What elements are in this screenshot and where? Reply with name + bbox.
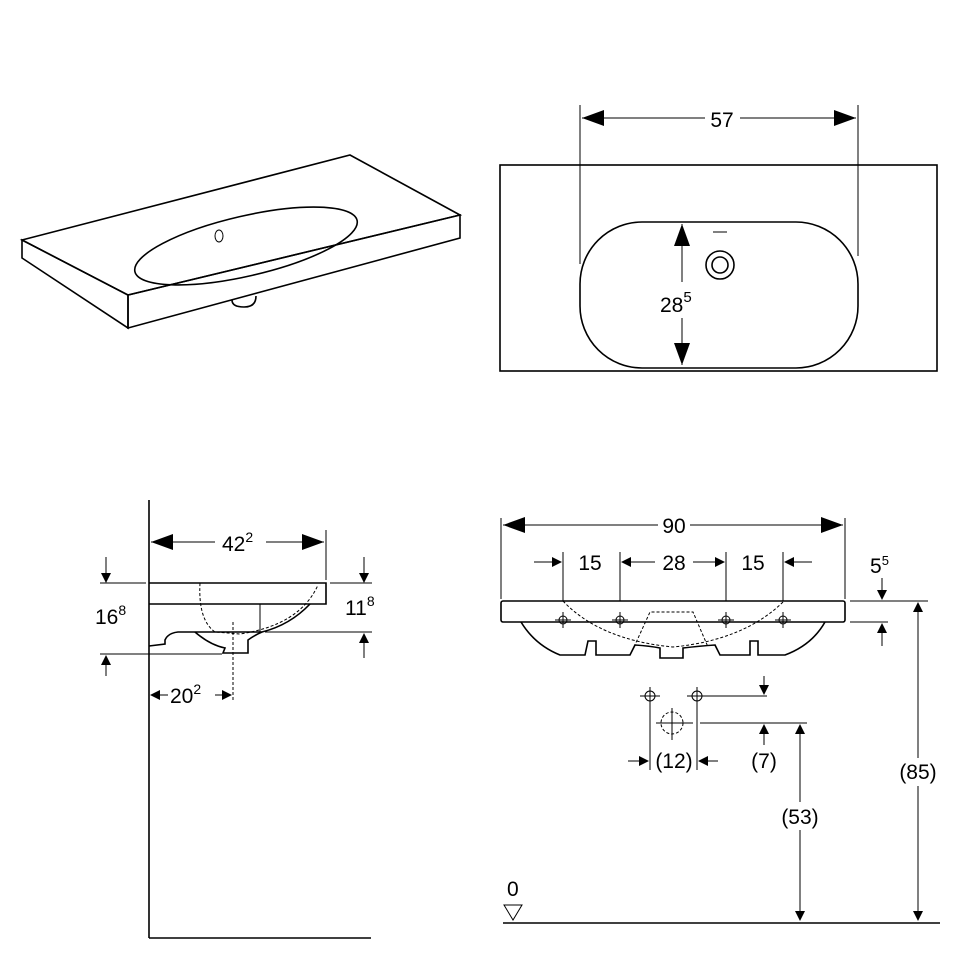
floor-level-label: 0: [507, 878, 519, 901]
depth-dimension: 285: [660, 289, 692, 317]
width-dimension: 90: [662, 515, 685, 538]
drain-height-dimension: (53): [781, 806, 818, 829]
spacing-dimension: (12): [655, 750, 692, 773]
top-height-dimension: (85): [899, 761, 936, 784]
plan-view: 57 285: [499, 105, 938, 372]
floor-level-marker: [503, 904, 523, 921]
depth-dimension: 422: [222, 529, 253, 556]
height-dimension: 168: [95, 602, 126, 629]
hole-spacing-left: 15: [578, 552, 601, 575]
tap-hole-markers: [555, 612, 807, 770]
bowl-depth-dimension: 118: [345, 593, 375, 620]
thickness-dimension: 55: [870, 553, 889, 578]
isometric-view: [19, 154, 463, 330]
side-view: 422 168 118 202: [95, 500, 375, 939]
width-dimension: 57: [710, 109, 733, 132]
drain-dimension: 202: [170, 681, 201, 708]
hole-spacing-middle: 28: [662, 552, 685, 575]
hole-spacing-right: 15: [741, 552, 764, 575]
offset-dimension: (7): [751, 750, 777, 773]
front-view: 90 15 28 15 55 (12) (7) (53) (85) 0: [500, 515, 942, 924]
